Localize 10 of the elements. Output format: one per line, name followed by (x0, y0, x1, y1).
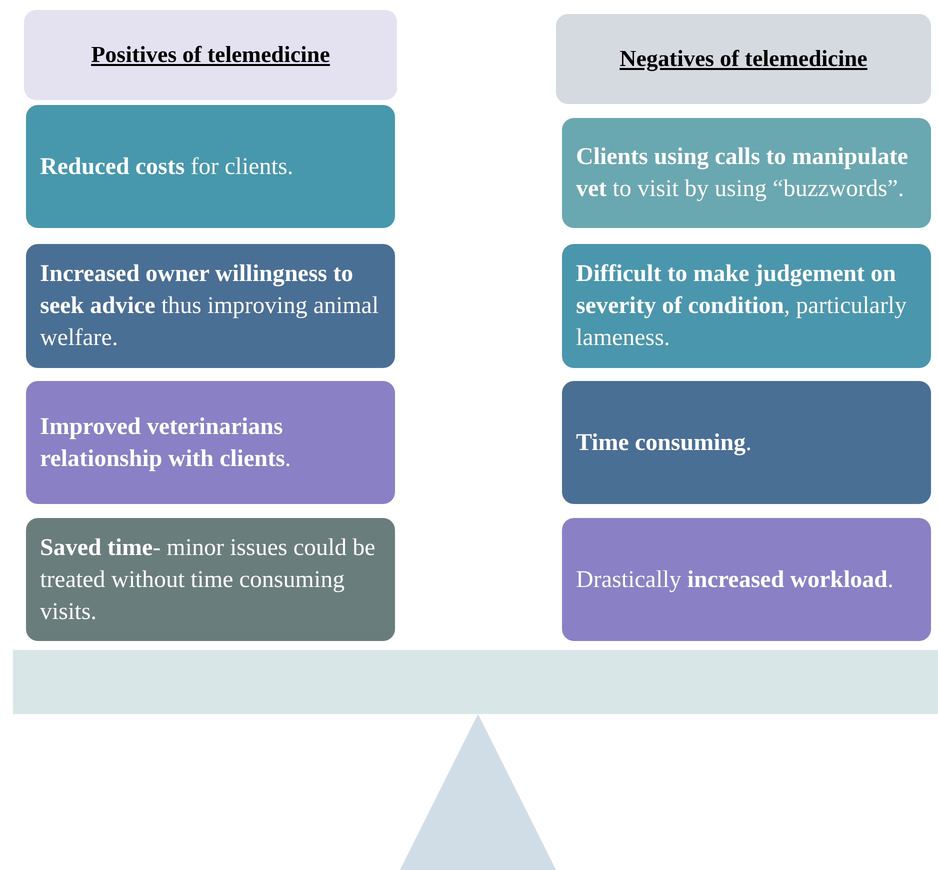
text-box: Time consuming. (562, 381, 931, 504)
text-box: Improved veterinarians relationship with clients. (26, 381, 395, 504)
text-box: Clients using calls to manipulate vet to visit by using “buzzwords”. (562, 118, 931, 228)
text-box: Drastically increased workload. (562, 518, 931, 641)
text-box: Reduced costs for clients. (26, 105, 395, 228)
header-box: Negatives of telemedicine (556, 14, 931, 104)
text-box: Increased owner willingness to seek advice thus improving animal welfare. (26, 244, 395, 368)
text-box: Saved time- minor issues could be treated without time consuming visits. (26, 518, 395, 641)
header-box: Positives of telemedicine (24, 10, 397, 100)
text-box: Difficult to make judgement on severity of condition, particularly lameness. (562, 244, 931, 368)
